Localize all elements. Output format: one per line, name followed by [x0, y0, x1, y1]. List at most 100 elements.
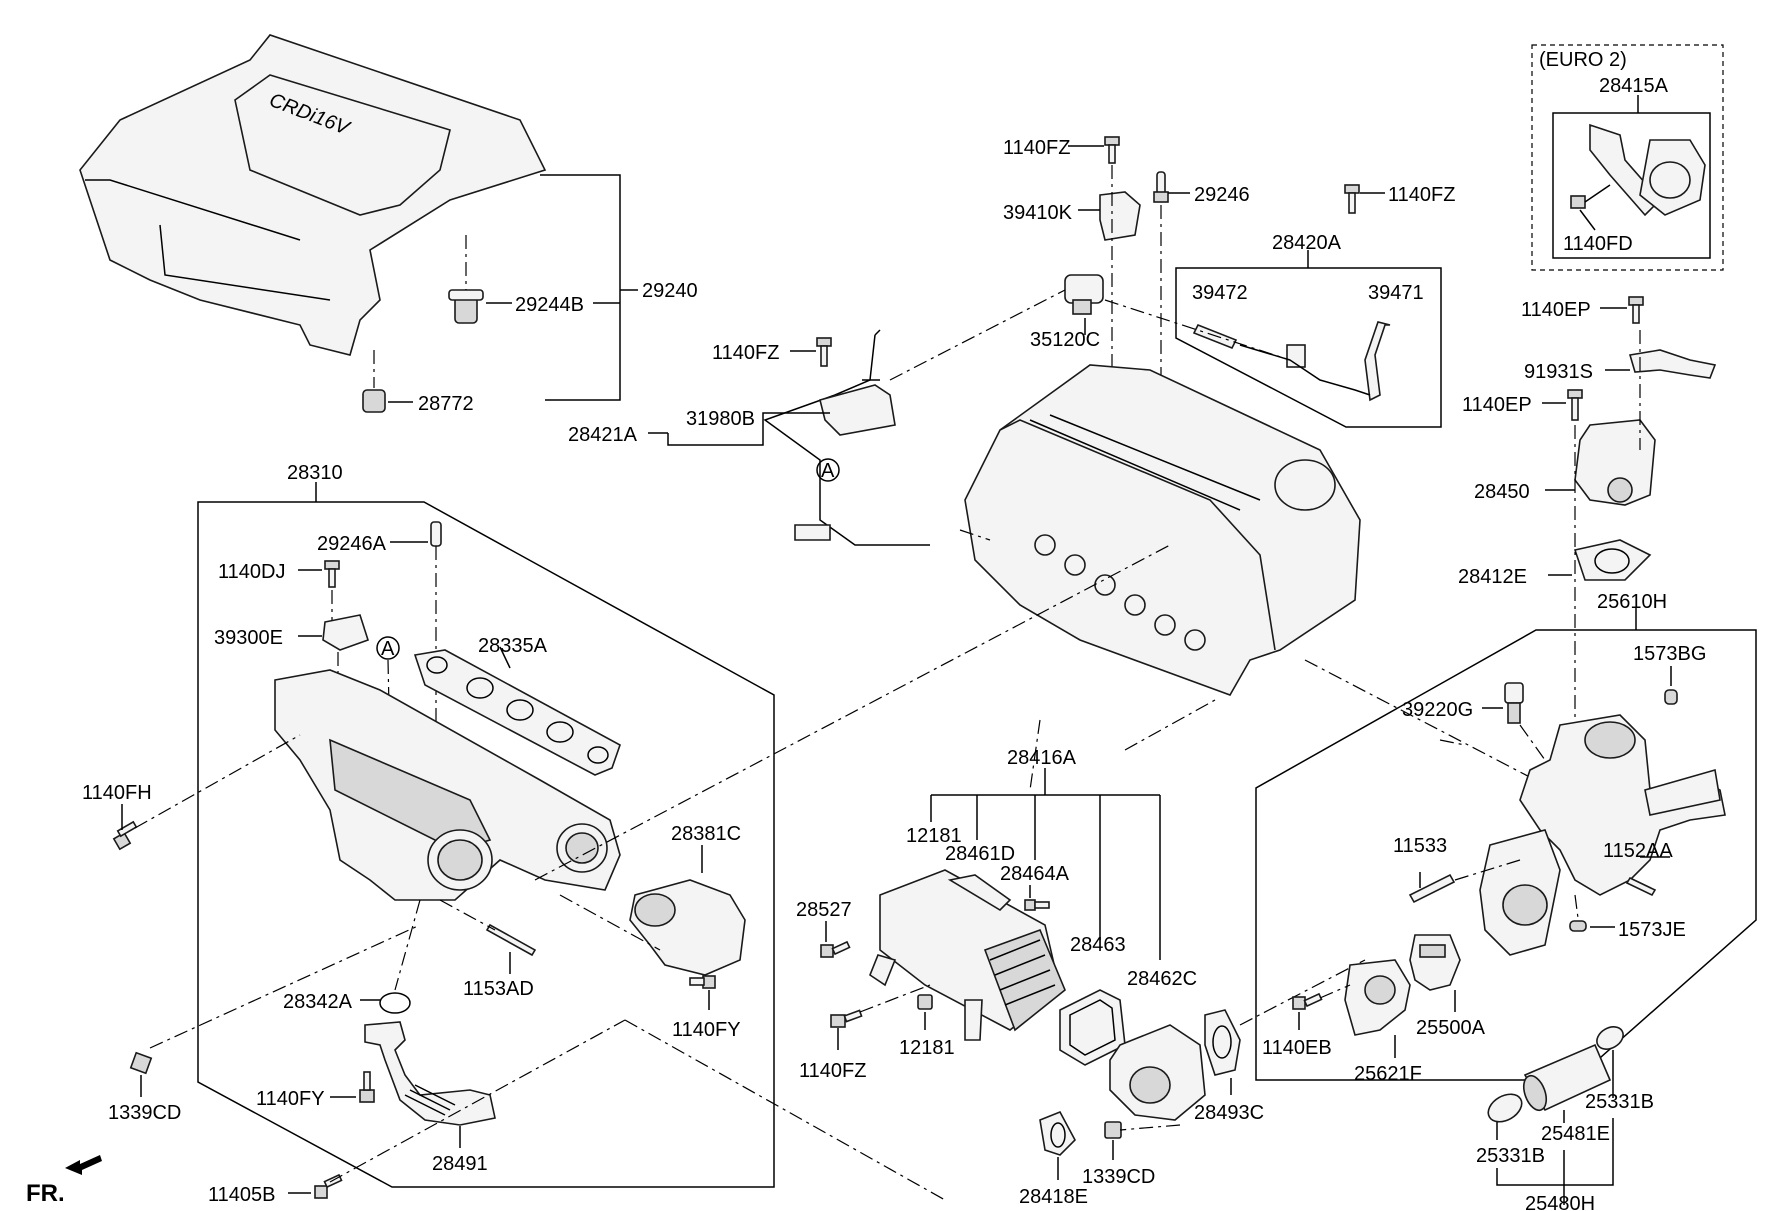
nut-12181: [917, 994, 933, 1010]
label-1573bg: 1573BG: [1633, 643, 1706, 665]
engine-cover: CRDi16V: [79, 34, 547, 356]
bracket-39410k: [1099, 191, 1141, 241]
gasket-28463: [1059, 989, 1126, 1066]
thermostat-housing: [1479, 714, 1726, 956]
label-1140ep-b: 1140EP: [1462, 394, 1532, 416]
label-28416a: 28416A: [1007, 747, 1077, 769]
label-28461d: 28461D: [945, 843, 1015, 865]
bolt-1140fy-b: [359, 1071, 375, 1103]
label-39300e: 39300E: [214, 627, 283, 649]
label-1339cd-a: 1339CD: [108, 1102, 181, 1124]
label-28462c: 28462C: [1127, 968, 1197, 990]
pipe-39472: [1192, 323, 1238, 350]
bolt-1140fy-a: [689, 975, 716, 989]
label-28335a: 28335A: [478, 635, 548, 657]
bolt-1140fh: [112, 820, 138, 851]
label-1140fy-b: 1140FY: [256, 1088, 325, 1110]
front-indicator: FR.: [26, 1180, 65, 1207]
label-25481e: 25481E: [1541, 1123, 1610, 1145]
label-28420a: 28420A: [1272, 232, 1342, 254]
label-1140fh: 1140FH: [82, 782, 152, 804]
sensor-28420a: [1239, 344, 1371, 396]
label-1140dj: 1140DJ: [218, 561, 285, 583]
label-1140fz-a: 1140FZ: [1003, 137, 1070, 159]
label-28464a: 28464A: [1000, 863, 1070, 885]
label-39471: 39471: [1368, 282, 1424, 304]
sensor-35120c: [1064, 274, 1104, 315]
label-28381c: 28381C: [671, 823, 741, 845]
label-28493c: 28493C: [1194, 1102, 1264, 1124]
label-28421a: 28421A: [568, 424, 638, 446]
bolt-28527: [820, 940, 851, 958]
callout-a-left: A: [381, 638, 395, 660]
label-1140fd: 1140FD: [1563, 233, 1633, 255]
label-1140ep-a: 1140EP: [1521, 299, 1591, 321]
label-25500a: 25500A: [1416, 1017, 1486, 1039]
bolt-1140ep-b: [1567, 389, 1583, 421]
callout-a-top: A: [821, 460, 835, 482]
label-28342a: 28342A: [283, 991, 353, 1013]
plug-1573bg: [1664, 689, 1678, 705]
label-39220g: 39220G: [1402, 699, 1473, 721]
bolt-1140fd: [1570, 184, 1611, 209]
clamp-25331b-upper: [1596, 1026, 1624, 1050]
sensor-29246: [1153, 171, 1169, 203]
label-29244b: 29244B: [515, 294, 584, 316]
gasket-28418e: [1039, 1110, 1076, 1156]
cover-25621f: [1344, 959, 1411, 1036]
bolt-1140eb: [1292, 992, 1323, 1010]
label-35120c: 35120C: [1030, 329, 1100, 351]
label-1152aa: 1152AA: [1603, 840, 1673, 862]
oring-28342a: [379, 992, 411, 1014]
label-25331b-lower: 25331B: [1476, 1145, 1545, 1167]
label-39410k: 39410K: [1003, 202, 1073, 224]
label-29240: 29240: [642, 280, 698, 302]
label-1573je: 1573JE: [1618, 919, 1686, 941]
bolt-1140dj: [324, 560, 340, 588]
label-1140fy-a: 1140FY: [672, 1019, 741, 1041]
sensor-39220g: [1504, 682, 1524, 724]
label-11533: 11533: [1393, 835, 1447, 857]
egr-pipe-28491: [364, 1021, 496, 1126]
label-28491: 28491: [432, 1153, 488, 1175]
egr-cooler: [869, 869, 1066, 1041]
bolt-1140ep-a: [1628, 296, 1644, 324]
stud-11533: [1408, 873, 1456, 904]
throttle-body-28381c: [629, 879, 746, 976]
clamp-25331b-lower: [1487, 1093, 1523, 1123]
label-28418e: 28418E: [1019, 1186, 1088, 1208]
label-39472: 39472: [1192, 282, 1248, 304]
gasket-28493c: [1204, 1009, 1241, 1076]
label-28450: 28450: [1474, 481, 1530, 503]
label-11405b: 11405B: [208, 1184, 275, 1206]
label-29246a: 29246A: [317, 533, 387, 555]
intake-manifold: [274, 669, 621, 901]
label-25331b-upper: 25331B: [1585, 1091, 1654, 1113]
bracket-28415a: [1589, 123, 1706, 217]
label-1339cd-b: 1339CD: [1082, 1166, 1155, 1188]
front-arrow-icon: [65, 1155, 102, 1175]
label-1140eb: 1140EB: [1262, 1037, 1332, 1059]
plug-1573je: [1569, 920, 1587, 932]
grommet-29244b: [448, 289, 484, 324]
bolt-1140fz-d: [830, 1009, 863, 1028]
label-1140fz-b: 1140FZ: [1388, 184, 1455, 206]
bracket-91931s: [1628, 349, 1717, 379]
pipe-39471: [1364, 321, 1391, 402]
label-12181-b: 12181: [899, 1037, 955, 1059]
gasket-28335a: [413, 649, 621, 776]
sensor-29246a: [430, 521, 442, 547]
bolt-1140fz-c: [816, 337, 832, 367]
bolt-1140fz-a: [1104, 136, 1120, 164]
egr-valve-housing: [1109, 1024, 1206, 1121]
label-1140fz-c: 1140FZ: [712, 342, 779, 364]
label-1153ad: 1153AD: [463, 978, 534, 1000]
nut-1339cd-a: [129, 1051, 153, 1075]
label-29246: 29246: [1194, 184, 1250, 206]
cylinder-head: [964, 364, 1361, 696]
hose-25481e: [1522, 1043, 1612, 1112]
label-euro2: (EURO 2): [1539, 49, 1627, 71]
label-28412e: 28412E: [1458, 566, 1527, 588]
sensor-39300e: [322, 614, 369, 651]
